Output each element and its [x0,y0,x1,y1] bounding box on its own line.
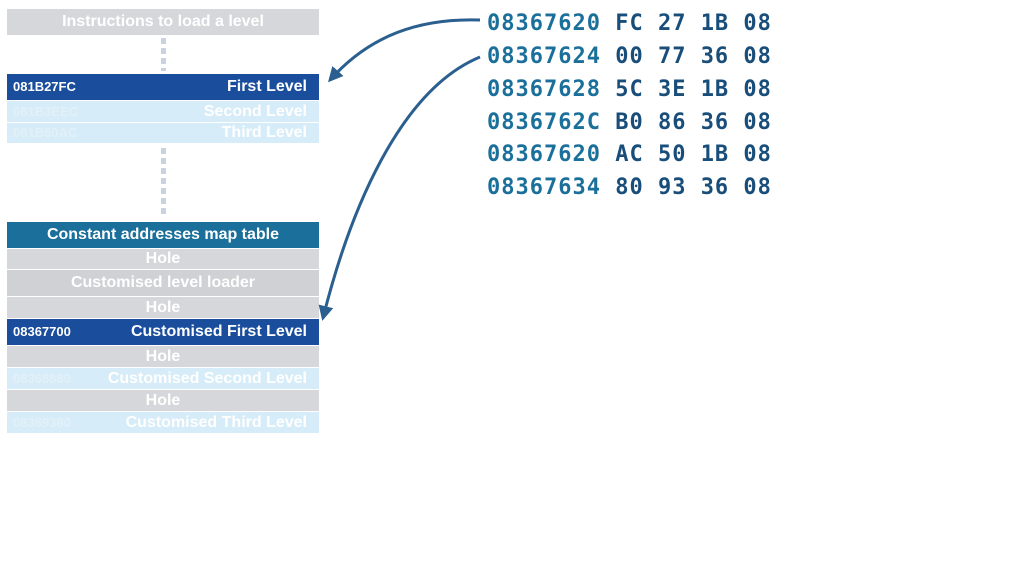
ellipsis-connector-top [161,38,166,71]
first-level-label: First Level [226,78,307,95]
hole-label: Hole [145,250,181,267]
map-table-header: Constant addresses map table [7,222,319,248]
third-level-address: 081B50AC [13,125,78,140]
hex-dump-line: 08367620 AC 50 1B 08 [487,144,772,166]
custom-third-level-row: 08369380 Customised Third Level [7,412,319,433]
custom-second-level-address: 08368880 [13,371,71,386]
custom-second-level-row: 08368880 Customised Second Level [7,368,319,389]
hole-row: Hole [7,249,319,269]
hex-address: 08367624 [487,44,601,69]
ellipsis-connector-bottom [161,148,166,218]
second-level-address: 081B3EEC [13,104,79,119]
instructions-title: Instructions to load a level [62,13,264,30]
hex-dump-line: 08367624 00 77 36 08 [487,46,772,68]
hex-address: 08367620 [487,11,601,36]
level-loader-label: Customised level loader [70,274,256,291]
hex-bytes: AC 50 1B 08 [615,142,772,167]
hole-row: Hole [7,346,319,367]
custom-first-level-address: 08367700 [13,324,71,339]
second-level-row: 081B3EEC Second Level [7,101,319,122]
third-level-row: 081B50AC Third Level [7,123,319,143]
hole-row: Hole [7,297,319,318]
hole-label: Hole [145,392,181,409]
hex-bytes: 00 77 36 08 [615,44,772,69]
second-level-label: Second Level [203,103,307,120]
arrow-to-custom-first-level [318,55,481,321]
instructions-header: Instructions to load a level [7,9,319,35]
custom-third-level-address: 08369380 [13,415,71,430]
arrow-to-first-level [328,18,481,83]
custom-third-level-label: Customised Third Level [125,414,307,431]
map-table-title: Constant addresses map table [46,226,280,243]
hex-bytes: B0 86 36 08 [615,110,772,135]
custom-first-level-row: 08367700 Customised First Level [7,319,319,345]
hex-bytes: 5C 3E 1B 08 [615,77,772,102]
hex-address: 08367634 [487,175,601,200]
first-level-address: 081B27FC [13,79,76,94]
hex-address: 08367628 [487,77,601,102]
hex-dump-line: 08367620 FC 27 1B 08 [487,13,772,35]
level-loader-row: Customised level loader [7,270,319,296]
third-level-label: Third Level [221,124,307,141]
first-level-row: 081B27FC First Level [7,74,319,100]
custom-second-level-label: Customised Second Level [107,370,307,387]
hole-row: Hole [7,390,319,411]
hole-label: Hole [145,299,181,316]
hex-address: 08367620 [487,142,601,167]
hex-dump-line: 08367628 5C 3E 1B 08 [487,79,772,101]
hex-dump-line: 08367634 80 93 36 08 [487,177,772,199]
hex-bytes: 80 93 36 08 [615,175,772,200]
custom-first-level-label: Customised First Level [130,323,307,340]
hex-address: 0836762C [487,110,601,135]
hex-bytes: FC 27 1B 08 [615,11,772,36]
hex-dump-line: 0836762C B0 86 36 08 [487,112,772,134]
hole-label: Hole [145,348,181,365]
